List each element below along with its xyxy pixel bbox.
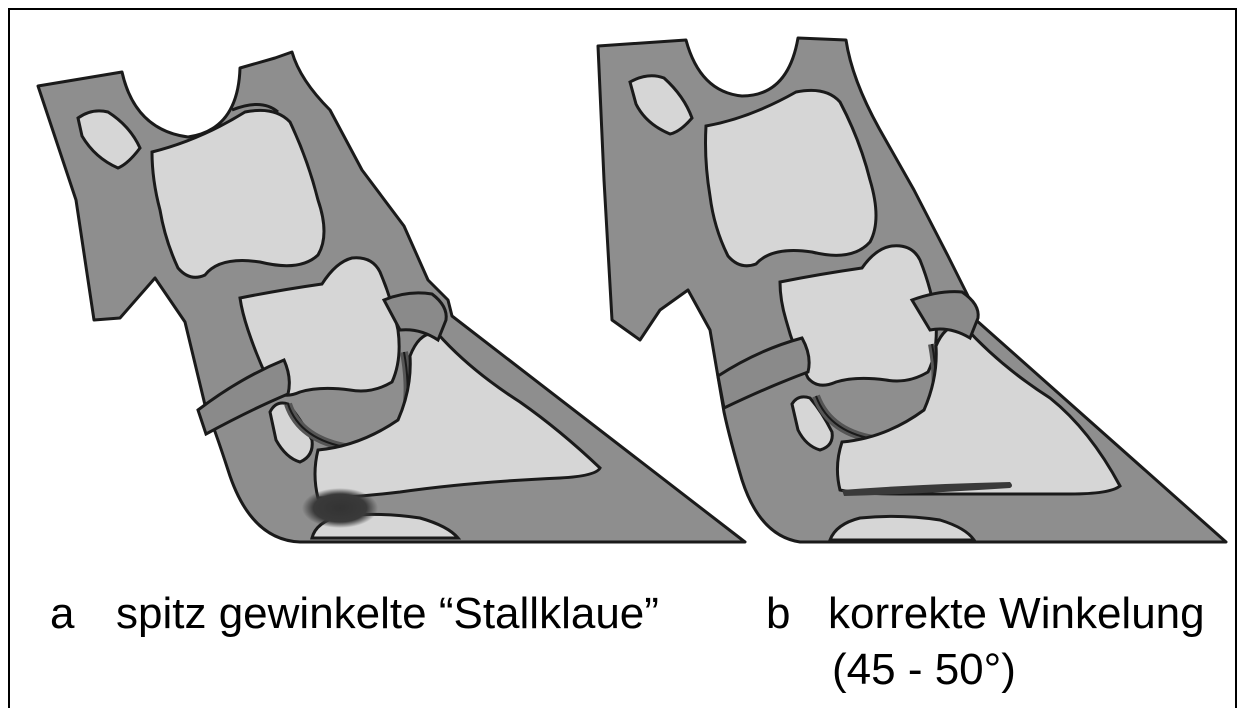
panel-b-letter: b [766,592,790,636]
panel-a-letter: a [50,592,74,636]
panel-b-caption-line2: (45 - 50°) [832,648,1016,692]
panel-a-caption: spitz gewinkelte “Stallklaue” [116,592,659,636]
claw-b [598,38,1226,542]
panel-b-caption: korrekte Winkelung [828,592,1205,636]
claw-a-lesion [302,488,378,528]
